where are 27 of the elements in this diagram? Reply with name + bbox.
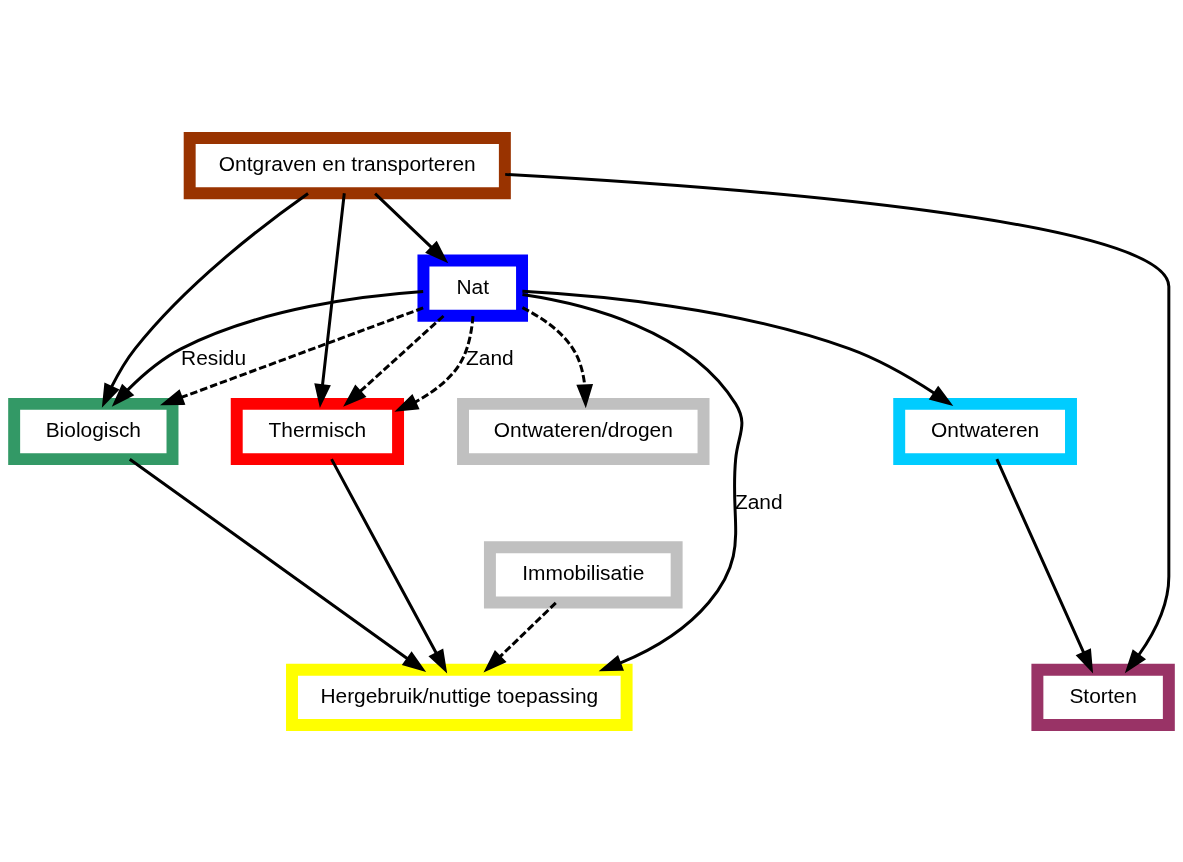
arrow [128, 457, 427, 672]
arrow [394, 315, 475, 412]
arrow [995, 458, 1094, 674]
node-box: Hergebruik/nuttige toepassing [286, 663, 633, 731]
arrow [343, 314, 445, 407]
node-box: Storten [1031, 663, 1175, 731]
arrow [111, 289, 424, 407]
arrow [483, 601, 557, 673]
edge-label: Zand [466, 345, 514, 369]
arrow [160, 306, 424, 405]
node-box: Ontwateren [893, 397, 1077, 465]
node-box: Biologisch [8, 397, 179, 465]
arrow [101, 191, 309, 408]
edge-label: Residu [181, 345, 247, 369]
node-box: Ontwateren/drogen [457, 397, 710, 465]
arrow [314, 192, 346, 408]
arrow [522, 292, 744, 671]
node-box: Thermisch [230, 397, 405, 465]
node-box: Ontgraven en transporteren [183, 131, 511, 199]
arrow [522, 289, 954, 406]
arrow [330, 457, 448, 673]
arrow [374, 192, 449, 263]
arrow [521, 305, 594, 408]
arrow [505, 172, 1171, 673]
node-box: Nat [417, 254, 528, 322]
node-box: Immobilisatie [483, 540, 683, 608]
edge-label: Zand [734, 489, 783, 513]
